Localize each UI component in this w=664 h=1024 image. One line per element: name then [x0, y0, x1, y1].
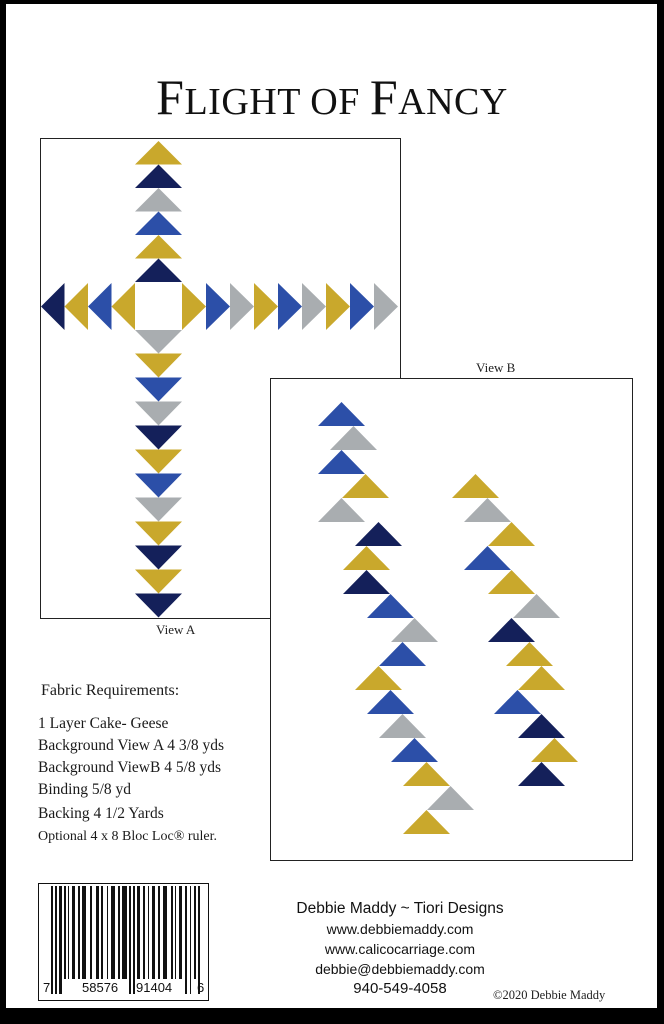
- flying-geese-triangle: [135, 235, 182, 259]
- fabric-item: Binding 5/8 yd: [38, 781, 132, 798]
- flying-geese-triangle: [343, 570, 390, 594]
- flying-geese-triangle: [135, 401, 182, 426]
- flying-geese-triangle: [230, 283, 254, 330]
- barcode-digits: 58576: [82, 980, 119, 995]
- barcode-digit: 7: [43, 980, 51, 995]
- flying-geese-triangle: [135, 497, 182, 522]
- view-a-caption: View A: [156, 622, 196, 637]
- flying-geese-triangle: [182, 283, 206, 330]
- email-link[interactable]: debbie@debbiemaddy.com: [315, 961, 485, 977]
- phone-number: 940-549-4058: [353, 980, 447, 997]
- flying-geese-triangle: [403, 810, 450, 834]
- title-letter: F: [156, 69, 185, 125]
- flying-geese-triangle: [318, 498, 365, 522]
- flying-geese-triangle: [403, 762, 450, 786]
- website-link[interactable]: www.debbiemaddy.com: [326, 921, 474, 937]
- flying-geese-triangle: [391, 738, 438, 762]
- flying-geese-triangle: [330, 426, 377, 450]
- flying-geese-triangle: [355, 522, 402, 546]
- flying-geese-triangle: [367, 690, 414, 714]
- flying-geese-triangle: [135, 330, 182, 354]
- designer-contact: Debbie Maddy ~ Tiori Designs www.debbiem…: [260, 899, 540, 999]
- flying-geese-triangle: [111, 283, 135, 330]
- flying-geese-triangle: [513, 594, 560, 618]
- view-b-quilt-image: [270, 378, 633, 861]
- flying-geese-triangle: [488, 618, 535, 642]
- flying-geese-triangle: [135, 164, 182, 188]
- fabric-requirements: Fabric Requirements: 1 Layer Cake- Geese…: [38, 682, 224, 848]
- title-letter: F: [369, 69, 399, 125]
- flying-geese-triangle: [278, 283, 302, 330]
- barcode: 7 58576 91404 6: [38, 883, 209, 1001]
- flying-geese-triangle: [343, 546, 390, 570]
- fabric-item: 1 Layer Cake- Geese: [38, 715, 169, 732]
- title-word: LIGHT OF: [184, 81, 370, 123]
- flying-geese-triangle: [302, 283, 326, 330]
- flying-geese-triangle: [135, 188, 182, 212]
- flying-geese-triangle: [464, 498, 511, 522]
- flying-geese-triangle: [379, 642, 426, 666]
- flying-geese-triangle: [206, 283, 230, 330]
- flying-geese-triangle: [326, 283, 350, 330]
- fabric-requirements-heading: Fabric Requirements:: [41, 682, 180, 699]
- flying-geese-triangle: [506, 642, 553, 666]
- flying-geese-triangle: [427, 786, 474, 810]
- flying-geese-triangle: [135, 569, 182, 594]
- flying-geese-triangle: [318, 450, 365, 474]
- flying-geese-triangle: [379, 714, 426, 738]
- fabric-item: Optional 4 x 8 Bloc Loc® ruler.: [38, 829, 217, 844]
- flying-geese-triangle: [488, 522, 535, 546]
- flying-geese-triangle: [64, 283, 88, 330]
- barcode-bars: [51, 886, 200, 994]
- flying-geese-triangle: [452, 474, 499, 498]
- flying-geese-triangle: [464, 546, 511, 570]
- fabric-item: Background View A 4 3/8 yds: [38, 737, 225, 754]
- flying-geese-triangle: [135, 593, 182, 618]
- fabric-item: Backing 4 1/2 Yards: [38, 805, 164, 822]
- flying-geese-triangle: [367, 594, 414, 618]
- flying-geese-triangle: [518, 714, 565, 738]
- flying-geese-triangle: [342, 474, 389, 498]
- flying-geese-triangle: [41, 283, 65, 330]
- flying-geese-triangle: [88, 283, 112, 330]
- title-word: ANCY: [398, 81, 508, 123]
- flying-geese-triangle: [135, 521, 182, 546]
- designer-name: Debbie Maddy ~ Tiori Designs: [296, 900, 504, 917]
- flying-geese-triangle: [135, 377, 182, 402]
- barcode-digit: 6: [197, 980, 205, 995]
- website-link[interactable]: www.calicocarriage.com: [324, 941, 476, 957]
- flying-geese-triangle: [135, 449, 182, 474]
- page-title: FLIGHT OF FANCY: [0, 68, 664, 126]
- flying-geese-triangle: [135, 353, 182, 378]
- flying-geese-triangle: [135, 141, 182, 165]
- barcode-digits: 91404: [136, 980, 173, 995]
- flying-geese-triangle: [518, 666, 565, 690]
- flying-geese-triangle: [135, 211, 182, 235]
- flying-geese-triangle: [135, 258, 182, 282]
- flying-geese-triangle: [350, 283, 374, 330]
- flying-geese-triangle: [135, 425, 182, 450]
- copyright-notice: ©2020 Debbie Maddy: [493, 988, 606, 1002]
- flying-geese-triangle: [355, 666, 402, 690]
- flying-geese-triangle: [391, 618, 438, 642]
- flying-geese-triangle: [135, 545, 182, 570]
- flying-geese-triangle: [494, 690, 541, 714]
- flying-geese-triangle: [518, 762, 565, 786]
- fabric-item: Background ViewB 4 5/8 yds: [38, 759, 222, 776]
- view-b-caption: View B: [476, 360, 516, 375]
- flying-geese-triangle: [374, 283, 398, 330]
- flying-geese-triangle: [254, 283, 278, 330]
- flying-geese-triangle: [488, 570, 535, 594]
- flying-geese-triangle: [318, 402, 365, 426]
- flying-geese-triangle: [135, 473, 182, 498]
- flying-geese-triangle: [531, 738, 578, 762]
